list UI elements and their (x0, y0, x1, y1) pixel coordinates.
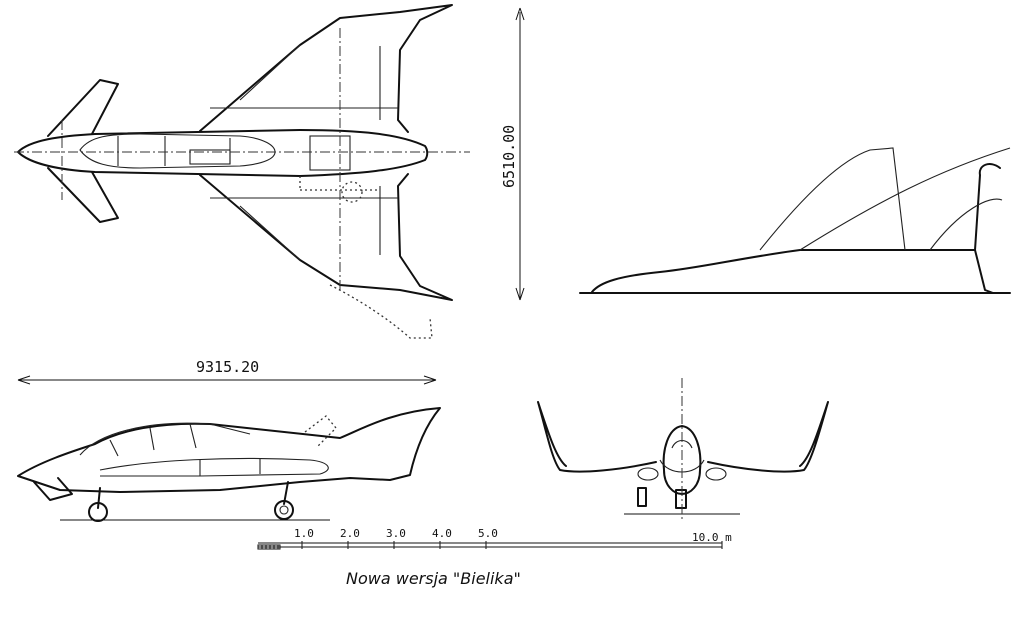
scale-end-label: 10.0 m (692, 531, 732, 544)
front-view-wing (537, 401, 829, 473)
top-view-canopy (79, 133, 276, 169)
scale-bar: 1.0 2.0 3.0 4.0 5.0 10.0 m (257, 527, 732, 550)
scale-tick-2: 2.0 (340, 527, 360, 540)
drawing-caption: Nowa wersja "Bielika" (346, 569, 521, 588)
top-view-canard-lower (47, 167, 119, 223)
scale-tick-3: 3.0 (386, 527, 406, 540)
front-view-fuselage (662, 425, 702, 495)
scale-tick-5: 5.0 (478, 527, 498, 540)
side-view-fuselage (17, 407, 441, 493)
scale-tick-4: 4.0 (432, 527, 452, 540)
length-dimension-label: 9315.20 (196, 358, 259, 376)
top-view-wingtip-alt (329, 284, 433, 339)
top-view (14, 4, 470, 339)
side-view-nose-gear (97, 487, 101, 509)
top-view-canard-upper (47, 79, 119, 137)
tail-profile-outline (591, 163, 1001, 294)
top-view-wing-upper (199, 4, 453, 133)
scale-tick-1: 1.0 (294, 527, 314, 540)
span-dimension: 6510.00 (500, 7, 525, 301)
tail-profile-view (579, 147, 1011, 294)
front-view (537, 378, 829, 520)
top-view-fuselage (17, 129, 429, 177)
span-dimension-label: 6510.00 (500, 125, 518, 188)
side-view: 9315.20 (17, 358, 441, 522)
top-view-wing-lower (199, 173, 453, 301)
side-view-canopy (79, 422, 251, 456)
